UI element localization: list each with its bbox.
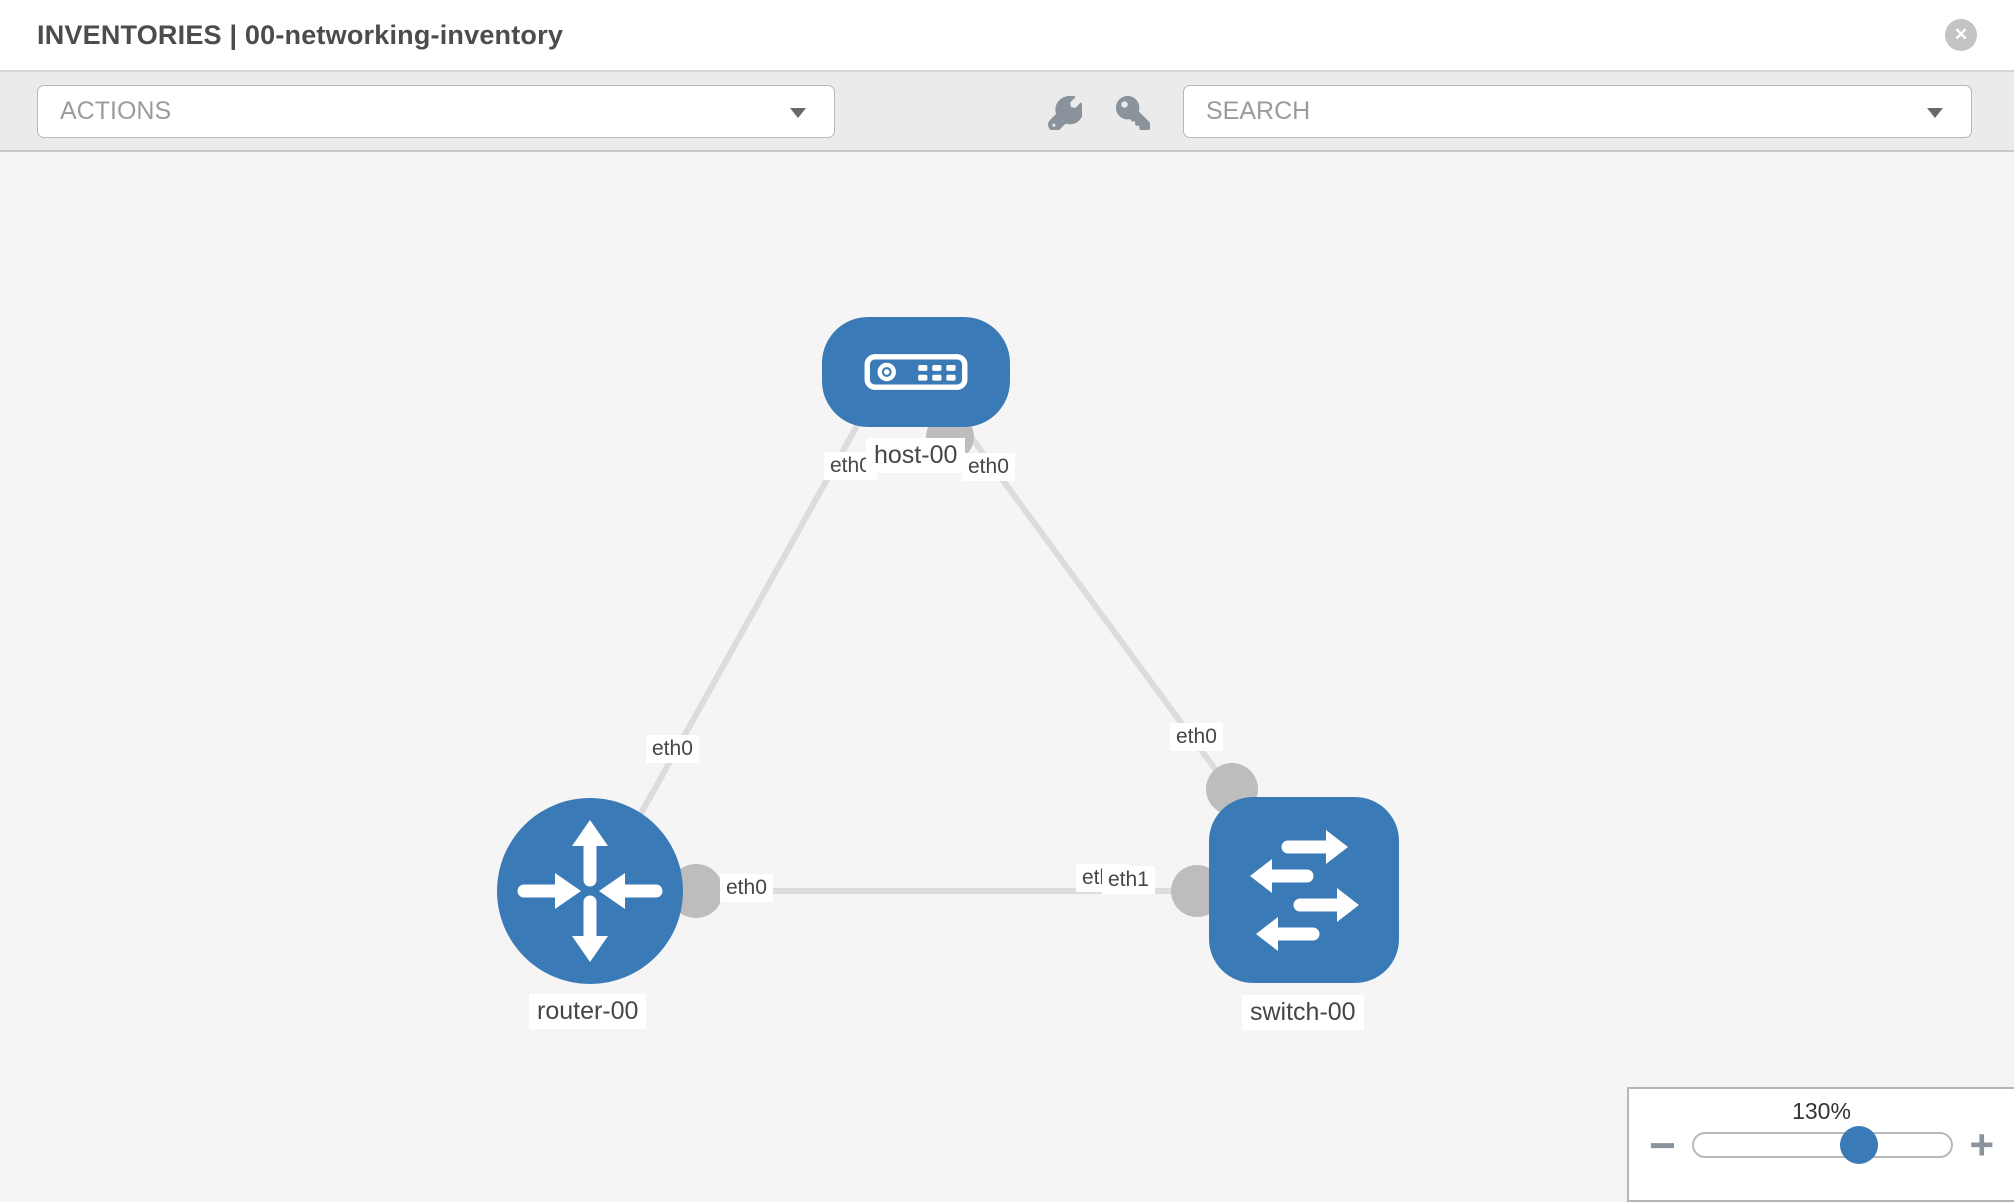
actions-dropdown-label: ACTIONS (60, 97, 172, 125)
link-host-router[interactable] (597, 422, 861, 889)
node-label-switch-00: switch-00 (1242, 995, 1364, 1030)
zoom-level: 130% (1792, 1098, 1851, 1124)
zoom-slider[interactable] (1691, 1126, 1954, 1164)
node-label-router-00: router-00 (529, 994, 647, 1029)
interface-label: eth0 (962, 453, 1015, 481)
host-icon (864, 354, 968, 390)
zoom-control-panel: 130% − + (1627, 1087, 2014, 1202)
actions-dropdown[interactable]: ACTIONS (37, 85, 835, 138)
close-icon: ✕ (1953, 25, 1969, 44)
zoom-in-button[interactable]: + (1969, 1121, 1994, 1168)
toolbar: ACTIONS SEARCH (0, 72, 2014, 152)
topology-canvas[interactable]: eth0 eth0 eth0 eth0 eth0 eth0 eth1 host-… (0, 152, 2014, 1202)
page-title: INVENTORIES | 00-networking-inventory (37, 20, 564, 50)
search-dropdown-label: SEARCH (1206, 97, 1311, 125)
router-icon (517, 820, 663, 962)
zoom-slider-thumb[interactable] (1839, 1126, 1878, 1164)
key-icon[interactable] (1116, 96, 1150, 130)
close-button[interactable]: ✕ (1945, 19, 1977, 51)
window-header: INVENTORIES | 00-networking-inventory ✕ (0, 0, 2014, 72)
switch-icon (1250, 830, 1359, 951)
interface-label: eth0 (646, 735, 699, 763)
chevron-down-icon (790, 107, 806, 118)
interface-label: eth0 (1170, 723, 1223, 751)
wrench-icon[interactable] (1048, 96, 1082, 130)
interface-label: eth0 (824, 452, 877, 480)
node-router-00[interactable] (497, 798, 683, 984)
interface-label: eth1 (1102, 866, 1155, 894)
node-label-host-00: host-00 (866, 438, 966, 473)
topology-links (597, 422, 1235, 894)
node-host-00[interactable] (822, 317, 1010, 427)
chevron-down-icon (1927, 107, 1943, 118)
node-switch-00[interactable] (1209, 797, 1399, 983)
search-dropdown[interactable]: SEARCH (1183, 85, 1972, 138)
zoom-out-button[interactable]: − (1649, 1119, 1676, 1171)
interface-label: eth0 (720, 874, 773, 902)
